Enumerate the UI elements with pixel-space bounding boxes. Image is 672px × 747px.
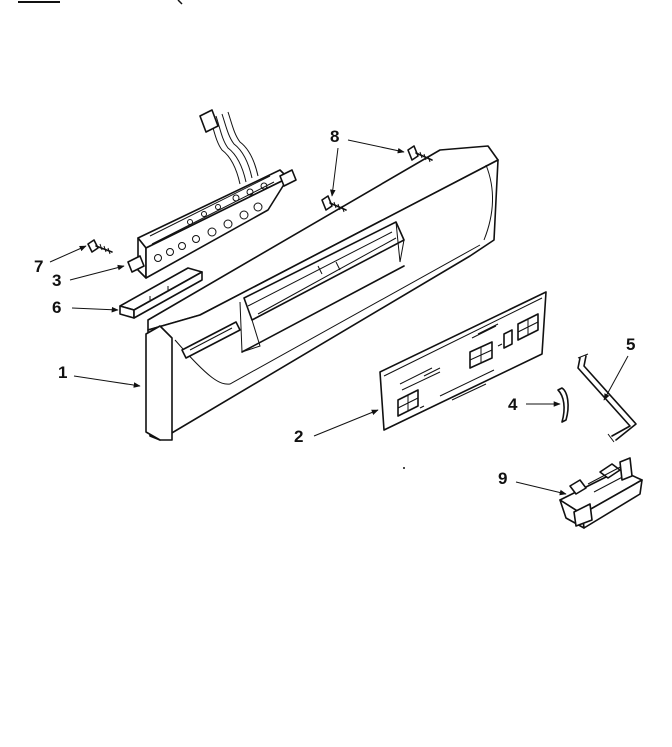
callout-2: 2 <box>294 427 303 446</box>
console-panel <box>145 145 499 441</box>
clip <box>557 387 569 423</box>
callout-6: 6 <box>52 298 61 317</box>
latch-assembly <box>559 457 643 529</box>
callout-5: 5 <box>626 335 635 354</box>
wire-harness <box>199 109 297 187</box>
callout-7: 7 <box>34 257 43 276</box>
callout-3: 3 <box>52 271 61 290</box>
latch-rod <box>577 353 637 443</box>
control-board <box>127 109 297 279</box>
callout-1: 1 <box>58 363 67 382</box>
screw-left <box>87 239 113 255</box>
leader-lines <box>49 139 629 496</box>
board-buttons <box>149 175 275 262</box>
callout-4: 4 <box>508 395 518 414</box>
callout-8: 8 <box>330 127 339 146</box>
control-overlay <box>379 291 547 431</box>
screws-top <box>321 145 433 213</box>
callout-9: 9 <box>498 469 507 488</box>
callout-labels: 1 2 3 4 5 6 7 8 9 <box>34 127 635 488</box>
top-edge-artifact <box>18 0 183 5</box>
insulator-bar <box>119 267 203 319</box>
